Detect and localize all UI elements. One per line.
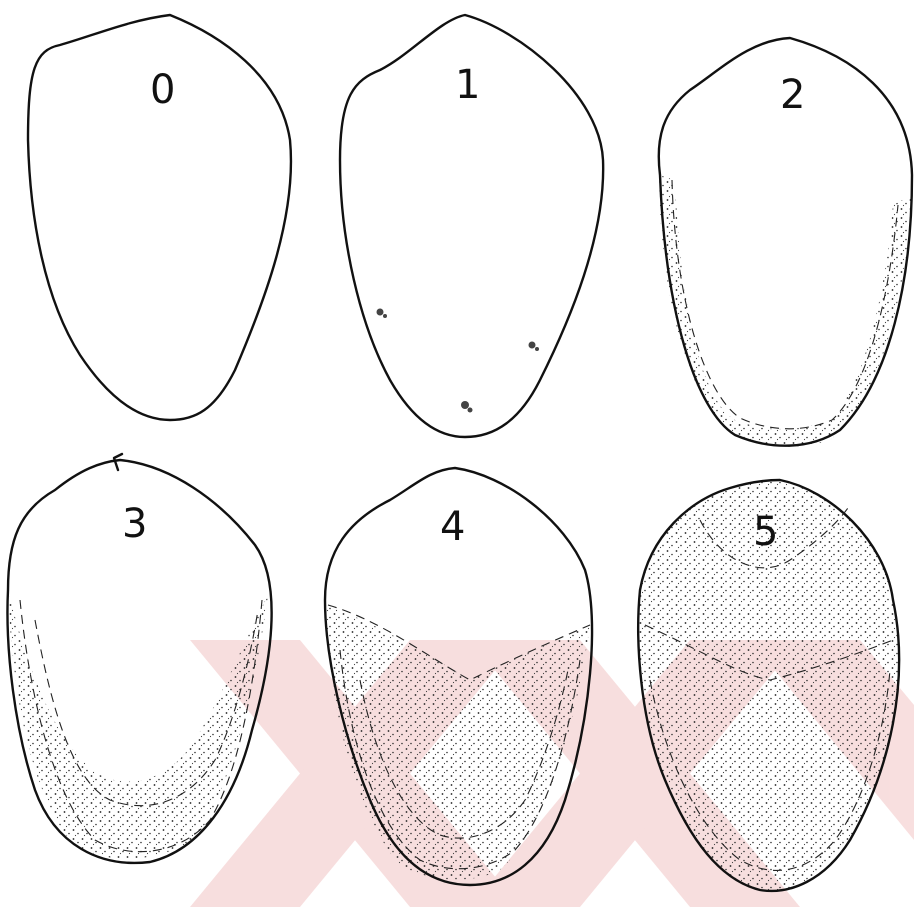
specimen-label: 5 bbox=[753, 509, 778, 555]
specimen-label: 2 bbox=[780, 72, 805, 118]
specimen-0: 0 bbox=[28, 15, 291, 420]
specimen-label: 3 bbox=[122, 501, 147, 547]
specimen-label: 1 bbox=[455, 62, 480, 108]
specimen-label: 0 bbox=[150, 67, 175, 113]
specimen-1: 1 bbox=[340, 15, 603, 437]
specimen-label: 4 bbox=[440, 504, 465, 550]
specimen-2: 2 bbox=[659, 38, 912, 447]
